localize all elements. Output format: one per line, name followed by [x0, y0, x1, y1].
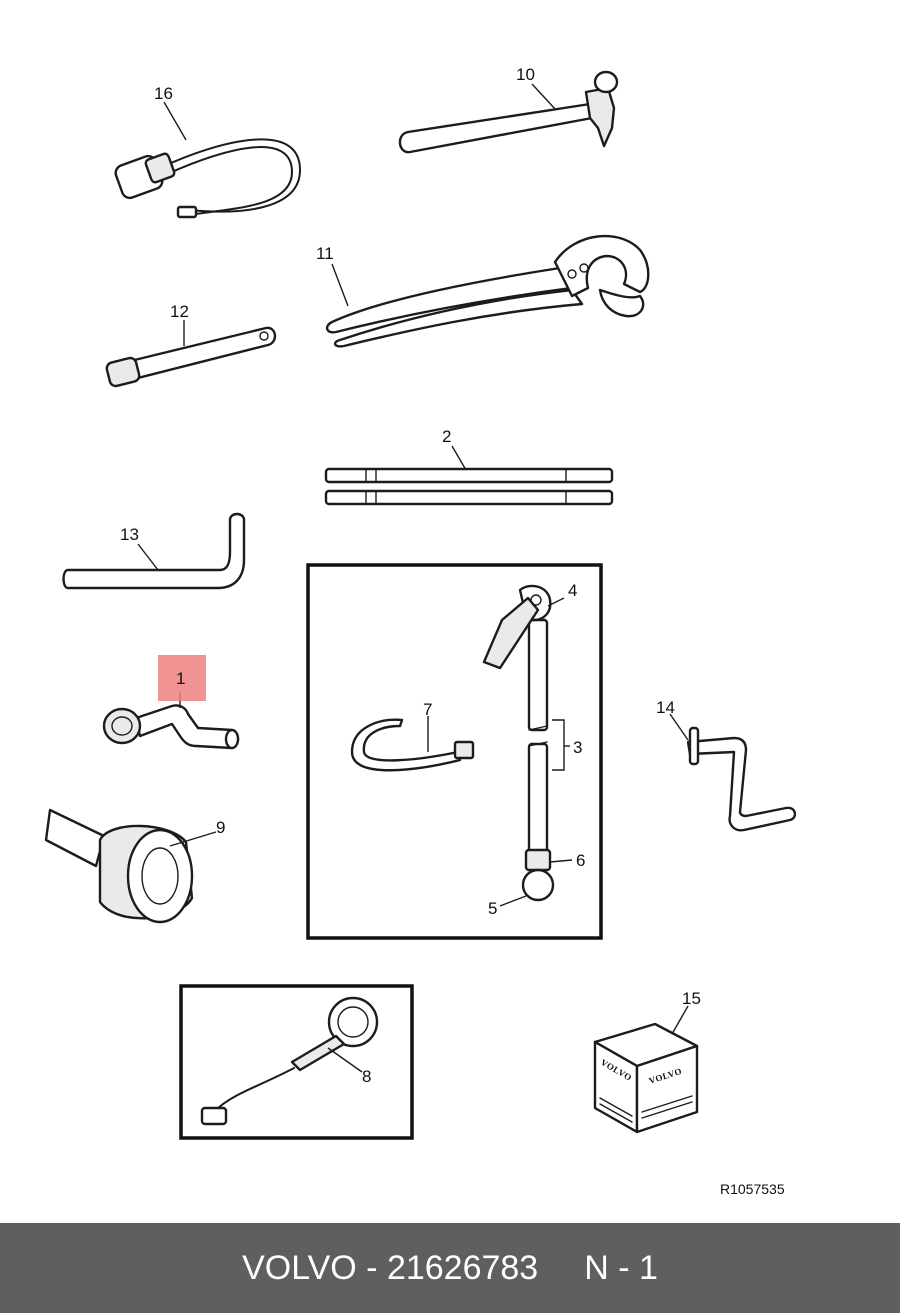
- part-7-strap: [350, 718, 475, 772]
- callout-4: 4: [568, 581, 577, 600]
- callout-2: 2: [442, 427, 451, 446]
- callout-3: 3: [573, 738, 582, 757]
- callout-12: 12: [170, 302, 189, 321]
- footer-part-number: 21626783: [386, 1248, 539, 1287]
- diagram-reference-code: R1057535: [720, 1181, 785, 1197]
- callout-13: 13: [120, 525, 139, 544]
- footer-separator: -: [356, 1248, 387, 1287]
- footer-position-label: N - 1: [584, 1248, 658, 1287]
- callout-9: 9: [216, 818, 225, 837]
- callout-14: 14: [656, 698, 675, 717]
- footer-brand: VOLVO: [242, 1248, 357, 1287]
- part-12-box-spanner: [105, 326, 277, 388]
- callout-7: 7: [423, 700, 432, 719]
- callout-16: 16: [154, 84, 173, 103]
- callout-11: 11: [316, 244, 334, 263]
- callout-labels: 16 10 11 12 2 13 4 3 6 5 7 1 9 14 8 15: [120, 65, 701, 1086]
- gauge-group-frame: [179, 984, 414, 1140]
- highlight-callout-1: [158, 655, 206, 701]
- part-3-jack-handle: [527, 618, 549, 854]
- part-11-pliers: [325, 234, 650, 348]
- callout-6: 6: [576, 851, 585, 870]
- callout-10: 10: [516, 65, 535, 84]
- callout-8: 8: [362, 1067, 371, 1086]
- kit-group-frame: [306, 563, 603, 940]
- part-16-cable: [114, 138, 302, 219]
- callout-15: 15: [682, 989, 701, 1008]
- leader-lines: [137, 83, 689, 1073]
- parts-diagram: VOLVO VOLVO 16 10 11 12 2 13 4 3 6 5 7: [44, 65, 797, 1197]
- parts-diagram-svg: VOLVO VOLVO 16 10 11 12 2 13 4 3 6 5 7: [44, 65, 797, 1197]
- part-2-tool-rods: [324, 467, 614, 506]
- part-10-hammer: [398, 70, 619, 154]
- part-5-ball-end: [521, 868, 555, 902]
- part-14-crank: [686, 726, 797, 832]
- part-9-socket: [44, 808, 194, 924]
- part-info-bar: VOLVO - 21626783 N - 1: [0, 1223, 900, 1313]
- part-8-pressure-gauge: [200, 996, 379, 1126]
- part-6-adapter: [524, 848, 552, 872]
- part-13-hex-key: [62, 512, 246, 590]
- callout-5: 5: [488, 899, 497, 918]
- callout-1: 1: [176, 669, 185, 688]
- part-15-boxed-kit: VOLVO VOLVO: [593, 1022, 699, 1134]
- part-1-socket-wrench: [102, 704, 240, 750]
- part-4-ratchet-head: [482, 584, 552, 670]
